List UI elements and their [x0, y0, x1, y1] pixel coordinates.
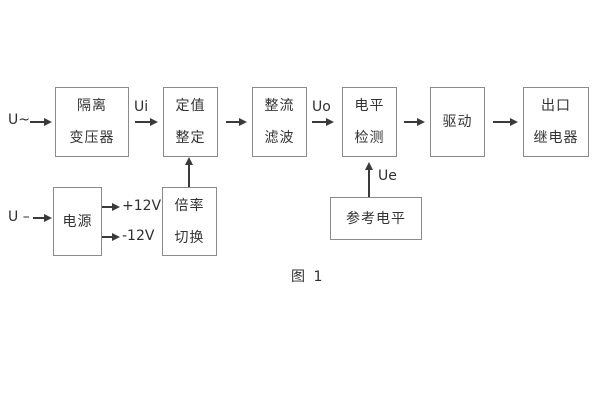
- block-reference-level-line1: 参考电平: [346, 210, 406, 227]
- arrow-level-to-driver: [404, 118, 425, 126]
- block-reference-level: 参考电平: [330, 197, 422, 240]
- block-output-relay: 出口 继电器: [523, 87, 589, 157]
- block-rectifier-filter-line2: 滤波: [264, 130, 295, 146]
- block-power-supply-line1: 电源: [62, 213, 93, 230]
- label-plus12v: +12V: [122, 198, 162, 214]
- block-rectifier-filter-line1: 整流: [264, 98, 295, 114]
- block-driver-line1: 驱动: [442, 114, 473, 130]
- block-output-relay-line1: 出口: [541, 98, 571, 114]
- block-isolation-transformer: 隔离 变压器: [55, 87, 129, 157]
- block-power-supply: 电源: [53, 187, 102, 256]
- block-level-detect-line2: 检测: [354, 130, 385, 146]
- arrow-power-plus12: [102, 203, 120, 211]
- arrow-ratio-to-setpoint: [185, 157, 193, 187]
- label-signal-uo: Uo: [312, 99, 331, 115]
- block-setpoint-adjust-line2: 整定: [175, 130, 206, 146]
- arrow-rectifier-to-level: [312, 118, 334, 126]
- label-dc-input: U –: [8, 209, 30, 225]
- block-output-relay-line2: 继电器: [533, 130, 579, 146]
- block-ratio-switch-line1: 倍率: [174, 197, 205, 214]
- block-isolation-transformer-line2: 变压器: [69, 130, 115, 146]
- arrow-reference-to-level: [365, 162, 373, 197]
- arrow-ac-to-isolation: [30, 118, 52, 126]
- block-setpoint-adjust: 定值 整定: [163, 87, 218, 157]
- block-ratio-switch: 倍率 切换: [162, 187, 217, 256]
- block-setpoint-adjust-line1: 定值: [175, 98, 206, 114]
- block-driver: 驱动: [430, 87, 485, 157]
- block-isolation-transformer-line1: 隔离: [77, 98, 107, 114]
- arrow-driver-to-relay: [493, 118, 518, 126]
- block-ratio-switch-line2: 切换: [174, 229, 205, 246]
- arrow-power-minus12: [102, 233, 120, 241]
- block-rectifier-filter: 整流 滤波: [252, 87, 307, 157]
- label-signal-ui: Ui: [134, 99, 149, 115]
- label-minus12v: -12V: [122, 228, 155, 244]
- block-level-detect: 电平 检测: [342, 87, 397, 157]
- block-level-detect-line1: 电平: [354, 98, 385, 114]
- figure-caption: 图 1: [291, 269, 325, 285]
- label-ac-input: U~: [8, 112, 30, 128]
- label-signal-ue: Ue: [378, 168, 397, 184]
- arrow-dc-to-power: [33, 214, 52, 222]
- arrow-setpoint-to-rectifier: [226, 118, 247, 126]
- arrow-isolation-to-setpoint: [135, 118, 158, 126]
